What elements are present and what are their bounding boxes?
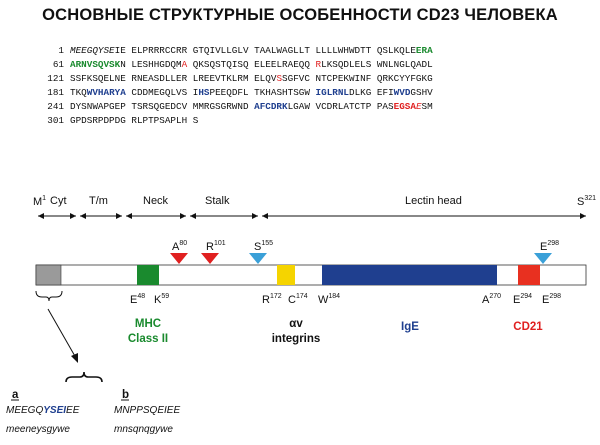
res-e48: E48	[130, 293, 145, 306]
isoform-b-sequence-1: MNPPSQEIEE	[114, 405, 181, 416]
isoform-a-label: a	[12, 389, 19, 401]
res-e294: E294	[513, 293, 532, 306]
sequence-segment: HS	[198, 87, 210, 98]
triangle-e298	[534, 253, 552, 264]
sequence-segment: TKQ	[70, 87, 87, 98]
domain-cd21-binding	[518, 265, 540, 285]
triangle-s155	[249, 253, 267, 264]
sequence-segment: WVD	[393, 87, 411, 98]
sequence-segment: A	[181, 59, 188, 70]
sequence-segment: DYSNWAPGEP TSRSQGEDCV MMRGSGRWND	[70, 101, 255, 112]
sequence-segment: ERA	[415, 45, 433, 56]
isoform-a-sequence-1: MEEGQYSEIEE	[6, 405, 80, 416]
sequence-line: 181 TKQWVHARYA CDDMEGQLVS IHSPEEQDFL TKHA…	[40, 87, 433, 98]
arrow-to-isoforms	[47, 308, 77, 359]
res-a270: A270	[482, 293, 501, 306]
sequence-segment: MEEGQYSE	[70, 45, 115, 56]
binding-integrin-line1: αv	[289, 318, 303, 330]
sequence-segment: QKSQSTQISQ ELEELRAEQQ	[187, 59, 316, 70]
res-k59: K59	[154, 293, 169, 306]
sequence-segment: SM	[421, 101, 433, 112]
sequence-segment: R	[315, 59, 322, 70]
triangle-r101	[201, 253, 219, 264]
res-w184: W184	[318, 293, 340, 306]
triangle-a80	[170, 253, 188, 264]
domain-mhc-binding	[137, 265, 159, 285]
sequence-segment: LKSQDLELS WNLNGLQADL	[321, 59, 433, 70]
sequence-line: 241 DYSNWAPGEP TSRSQGEDCV MMRGSGRWND AFCD…	[40, 101, 433, 112]
res-r172: R172	[262, 293, 282, 306]
isoform-b-label: b	[122, 389, 129, 401]
sequence-segment: S	[276, 73, 283, 84]
label-s321: S321	[577, 195, 596, 208]
sequence-segment: N LESHHGDQM	[120, 59, 182, 70]
sequence-line-number: 301	[47, 115, 64, 126]
sequence-line-number: 121	[47, 73, 64, 84]
label-cyt: Cyt	[50, 195, 67, 207]
sequence-line: 301 GPDSRPDPDG RLPTPSAPLH S	[40, 115, 198, 126]
sequence-segment: EGSA	[393, 101, 416, 112]
label-lectin-head: Lectin head	[405, 195, 462, 207]
site-s155: S155	[254, 240, 273, 253]
brace-cyt	[35, 290, 63, 302]
sequence-segment: DLKG EFI	[349, 87, 394, 98]
sequence-line: 1 MEEGQYSEIE ELPRRRCCRR GTQIVLLGLV TAALWA…	[40, 45, 433, 56]
sequence-line-number: 61	[52, 59, 64, 70]
sequence-segment: ARNVSQVSK	[70, 59, 121, 70]
sequence-segment: E	[415, 101, 422, 112]
sequence-line-number: 241	[47, 101, 64, 112]
sequence-segment: GSHV	[410, 87, 433, 98]
arrow-to-isoforms-head	[71, 353, 78, 363]
sequence-line-number: 181	[47, 87, 64, 98]
sequence-line: 61 ARNVSQVSKN LESHHGDQMA QKSQSTQISQ ELEEL…	[40, 59, 433, 70]
arrow-heads	[38, 213, 586, 219]
isoform-b-sequence-2: mnsqnqgywe	[114, 424, 173, 435]
label-stalk: Stalk	[205, 195, 230, 207]
figure-title: ОСНОВНЫЕ СТРУКТУРНЫЕ ОСОБЕННОСТИ CD23 ЧЕ…	[42, 6, 558, 24]
sequence-segment: SGFVC NTCPEKWINF QRKCYYFGKG	[282, 73, 433, 84]
sequence-segment: PEEQDFL TKHASHTSGW	[209, 87, 316, 98]
sequence-segment: CDDMEGQLVS I	[125, 87, 199, 98]
site-e298-top: E298	[540, 240, 559, 253]
sequence-segment: GPDSRPDPDG RLPTPSAPLH S	[70, 115, 199, 126]
domain-ige-binding	[322, 265, 497, 285]
sequence-segment: AFCDRK	[254, 101, 288, 112]
sequence-line-number: 1	[58, 45, 64, 56]
sequence-segment: IGLRNL	[315, 87, 350, 98]
brace-isoforms	[65, 371, 103, 383]
binding-mhc-line1: MHC	[135, 318, 161, 330]
res-e298-bottom: E298	[542, 293, 561, 306]
sequence-segment: WVHARYA	[86, 87, 126, 98]
sequence-segment: LGAW VCDRLATCTP PAS	[287, 101, 394, 112]
sequence-line: 121 SSFKSQELNE RNEASDLLER LREEVTKLRM ELQV…	[40, 73, 433, 84]
isoform-a-sequence-2: meeneysgywe	[6, 424, 70, 435]
domain-integrin-binding	[277, 265, 295, 285]
label-m1: M1	[33, 195, 46, 208]
binding-mhc-line2: Class II	[128, 333, 168, 345]
binding-cd21: CD21	[513, 321, 543, 333]
site-r101: R101	[206, 240, 226, 253]
site-a80: A80	[172, 240, 187, 253]
res-c174: C174	[288, 293, 308, 306]
sequence-segment: SSFKSQELNE RNEASDLLER LREEVTKLRM ELQV	[70, 73, 277, 84]
label-neck: Neck	[143, 195, 169, 207]
domain-cytoplasmic	[35, 264, 62, 286]
protein-bar	[35, 264, 587, 286]
sequence-segment: IE ELPRRRCCRR GTQIVLLGLV TAALWAGLLT LLLL…	[114, 45, 416, 56]
binding-integrin-line2: integrins	[272, 333, 321, 345]
label-tm: T/m	[89, 195, 108, 207]
binding-ige: IgE	[401, 321, 419, 333]
